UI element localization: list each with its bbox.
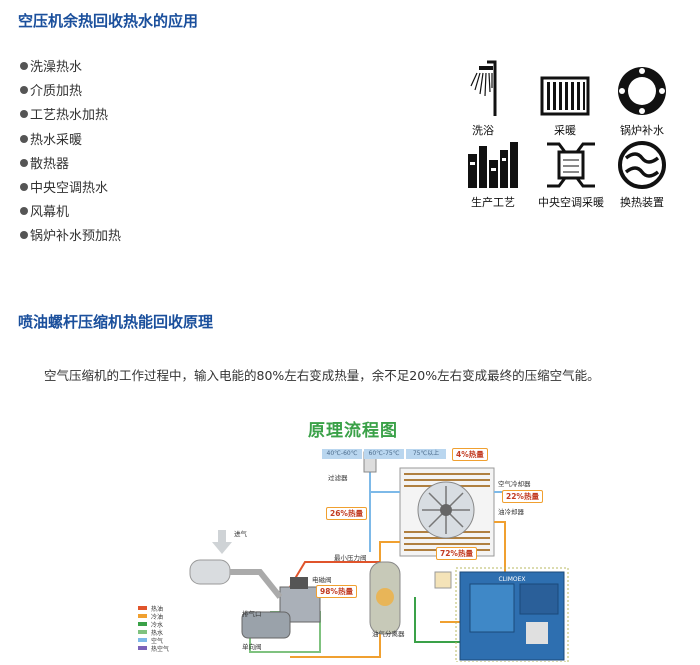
bullet-icon — [20, 158, 28, 167]
diagram-title: 原理流程图 — [308, 421, 398, 441]
icon-cell-factory: 生产工艺 — [458, 140, 528, 210]
label-intake: 进气 — [234, 530, 247, 538]
legend-swatch — [138, 646, 147, 650]
legend-item: 空气 — [138, 636, 163, 645]
hvac-icon — [547, 142, 595, 188]
icon-label-boiler: 锅炉补水 — [620, 124, 664, 137]
label-oil-cooler: 油冷却器 — [498, 508, 524, 516]
label-exhaust: 排气口 — [242, 610, 262, 618]
bullet-icon — [20, 110, 28, 119]
intro-paragraph: 空气压缩机的工作过程中，输入电能的80%左右变成热量，余不足20%左右变成最终的… — [44, 368, 600, 383]
icon-label-shower: 洗浴 — [472, 124, 494, 137]
factory-icon — [468, 142, 518, 188]
icon-label-hvac: 中央空调采暖 — [538, 196, 604, 209]
icon-cell-shower: 洗浴 — [448, 60, 518, 138]
icon-cell-hvac: 中央空调采暖 — [536, 140, 606, 210]
legend-swatch — [138, 622, 147, 626]
label-filter: 过滤器 — [328, 474, 348, 482]
label-check-valve: 单向阀 — [242, 643, 262, 651]
boiler-icon — [618, 67, 666, 115]
list-item: 散热器 — [20, 155, 121, 179]
legend-item: 冷油 — [138, 612, 163, 621]
list-item: 热水采暖 — [20, 131, 121, 155]
heat-tag-98: 98%热量 — [316, 585, 357, 598]
section-title-applications: 空压机余热回收热水的应用 — [18, 12, 199, 30]
list-item: 中央空调热水 — [20, 179, 121, 203]
label-air-cooler: 空气冷却器 — [498, 480, 531, 488]
temp-band-high: 75℃以上 — [406, 449, 446, 459]
icon-cell-radiator: 采暖 — [530, 60, 600, 138]
icon-label-heat-exchanger: 换热装置 — [620, 196, 664, 209]
bullet-icon — [20, 86, 28, 95]
legend-item: 热油 — [138, 604, 163, 613]
bullet-icon — [20, 207, 28, 216]
temp-band-mid: 60℃-75℃ — [364, 449, 404, 459]
bullet-icon — [20, 134, 28, 143]
shower-icon — [470, 60, 497, 116]
bullet-icon — [20, 62, 28, 70]
label-separator: 油气分离器 — [372, 630, 405, 638]
list-item: 工艺热水加热 — [20, 106, 121, 130]
heat-exchanger-icon — [618, 141, 666, 189]
flow-diagram: CLIMOEX 原理流程图 40℃-60℃ 60℃-75℃ 75℃以上 4%热量… — [130, 412, 570, 662]
icon-label-radiator: 采暖 — [554, 124, 576, 137]
icon-cell-heat-exchanger: 换热装置 — [607, 140, 677, 210]
legend-swatch — [138, 606, 147, 610]
heat-tag-72: 72%热量 — [436, 547, 477, 560]
bullet-icon — [20, 231, 28, 240]
heat-tag-4: 4%热量 — [452, 448, 488, 461]
icon-label-factory: 生产工艺 — [471, 196, 515, 209]
list-item: 介质加热 — [20, 82, 121, 106]
legend-item: 冷水 — [138, 620, 163, 629]
heat-tag-22: 22%热量 — [502, 490, 543, 503]
flow-diagram-graphic: CLIMOEX — [189, 451, 569, 662]
radiator-icon — [540, 76, 590, 116]
list-item: 风幕机 — [20, 203, 121, 227]
legend-swatch — [138, 630, 147, 634]
legend-item: 热空气 — [138, 644, 169, 653]
bullet-icon — [20, 182, 28, 191]
svg-text:CLIMOEX: CLIMOEX — [498, 576, 525, 583]
label-min-pressure-valve: 最小压力阀 — [334, 554, 367, 562]
list-item: 洗澡热水 — [20, 58, 121, 82]
legend-swatch — [138, 614, 147, 618]
section-title-principle: 喷油螺杆压缩机热能回收原理 — [18, 313, 214, 331]
heat-tag-26: 26%热量 — [326, 507, 367, 520]
application-list: 洗澡热水 介质加热 工艺热水加热 热水采暖 散热器 中央空调热水 风幕机 锅炉补… — [20, 58, 121, 252]
legend-item: 热水 — [138, 628, 163, 637]
temp-band-low: 40℃-60℃ — [322, 449, 362, 459]
list-item: 锅炉补水预加热 — [20, 227, 121, 251]
label-solenoid-valve: 电磁阀 — [312, 576, 332, 584]
legend-swatch — [138, 638, 147, 642]
icon-cell-boiler: 锅炉补水 — [607, 60, 677, 138]
